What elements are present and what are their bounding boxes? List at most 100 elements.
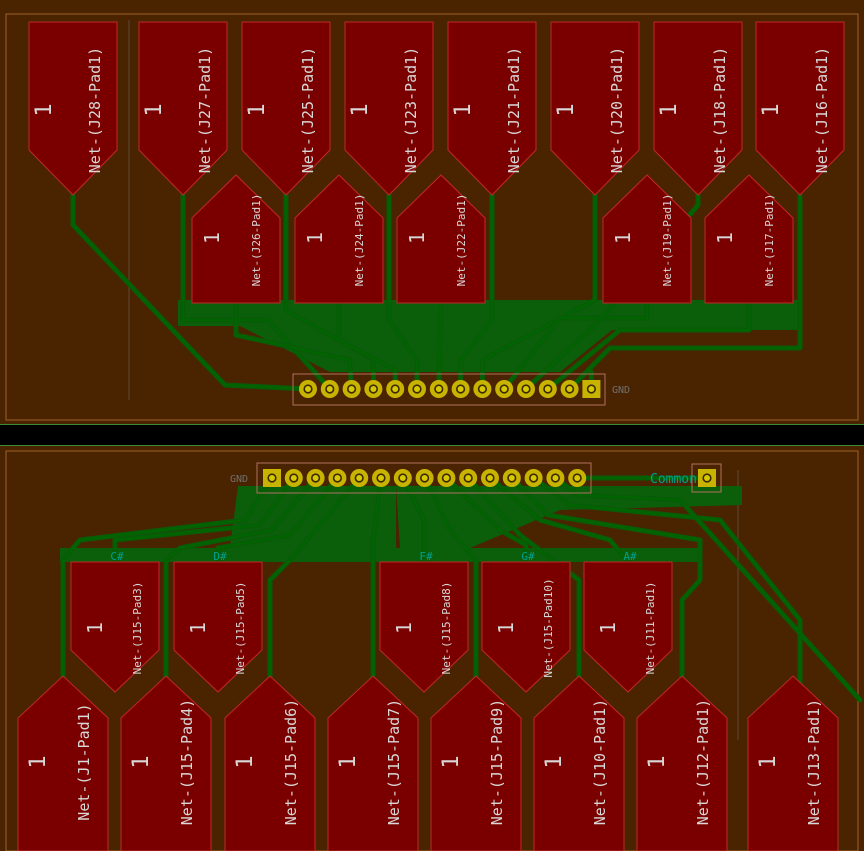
pad-number: 1 bbox=[439, 755, 464, 768]
pad-number: 1 bbox=[596, 622, 620, 634]
common-label: Common bbox=[650, 472, 697, 487]
pad-net-label: Net-(J15-Pad4) bbox=[178, 699, 196, 825]
top-connector-pin[interactable] bbox=[538, 380, 557, 398]
pad-net-label: Net-(J10-Pad1) bbox=[591, 699, 609, 825]
pad-number: 1 bbox=[756, 755, 781, 768]
top-small-pad[interactable] bbox=[704, 174, 794, 304]
bottom-connector-pin[interactable] bbox=[459, 469, 478, 487]
bottom-small-pad[interactable] bbox=[173, 561, 263, 693]
pad-net-label: Net-(J17-Pad1) bbox=[763, 194, 776, 287]
top-small-pad[interactable] bbox=[294, 174, 384, 304]
top-connector-pin[interactable] bbox=[451, 380, 470, 398]
bottom-big-pad[interactable] bbox=[17, 675, 109, 851]
trace-j15-pad7-core bbox=[371, 476, 383, 692]
top-big-pad[interactable] bbox=[28, 21, 118, 196]
common-pin[interactable] bbox=[698, 469, 716, 487]
copper-zone-bottom-right bbox=[396, 486, 742, 548]
top-big-pad[interactable] bbox=[447, 21, 537, 196]
bottom-connector-pin[interactable] bbox=[393, 469, 412, 487]
bottom-big-pad[interactable] bbox=[327, 675, 419, 851]
bottom-big-pad[interactable] bbox=[120, 675, 212, 851]
pin-drill-core bbox=[290, 475, 297, 481]
bottom-connector-pin[interactable] bbox=[415, 469, 434, 487]
bottom-big-pad[interactable] bbox=[224, 675, 316, 851]
trace-j24-core bbox=[337, 301, 397, 391]
top-big-pad[interactable] bbox=[344, 21, 434, 196]
bottom-small-pad[interactable] bbox=[70, 561, 160, 693]
top-small-pad[interactable] bbox=[396, 174, 486, 304]
pad-number: 1 bbox=[451, 103, 476, 116]
trace-j12-core bbox=[510, 476, 702, 692]
top-big-pad[interactable] bbox=[138, 21, 228, 196]
pad-number: 1 bbox=[129, 755, 154, 768]
top-connector-pin[interactable] bbox=[473, 380, 492, 398]
top-connector-pin[interactable] bbox=[320, 380, 339, 398]
bottom-big-pad[interactable] bbox=[747, 675, 839, 851]
top-connector-pin[interactable] bbox=[386, 380, 405, 398]
top-connector-pin[interactable] bbox=[495, 380, 514, 398]
bottom-connector-pin[interactable] bbox=[350, 469, 369, 487]
pad-net-label: Net-(J15-Pad8) bbox=[440, 582, 453, 675]
bottom-connector-pin[interactable] bbox=[524, 469, 543, 487]
trace-j15-pad8-core bbox=[401, 476, 426, 564]
top-connector-outline bbox=[292, 373, 606, 406]
bottom-big-pad[interactable] bbox=[636, 675, 728, 851]
top-connector-pin[interactable] bbox=[560, 380, 579, 398]
top-connector-pin[interactable] bbox=[582, 380, 601, 398]
pad-net-label: Net-(J20-Pad1) bbox=[608, 47, 626, 173]
bottom-connector-pin[interactable] bbox=[372, 469, 390, 487]
pin-drill-core bbox=[704, 475, 710, 481]
pads-layer[interactable] bbox=[17, 21, 845, 851]
bottom-big-pad[interactable] bbox=[430, 675, 522, 851]
trace-j1-core bbox=[61, 476, 274, 692]
top-big-pad[interactable] bbox=[241, 21, 331, 196]
top-connector-pin[interactable] bbox=[364, 380, 383, 398]
top-connector-pin[interactable] bbox=[429, 380, 448, 398]
common-connector-outline bbox=[691, 463, 722, 493]
top-board-outline bbox=[5, 13, 859, 421]
trace-j27-core bbox=[181, 193, 332, 391]
note-label: F# bbox=[419, 550, 433, 563]
trace-j15-pad10-core bbox=[445, 476, 528, 564]
bottom-connector-pin[interactable] bbox=[481, 469, 499, 487]
top-connector-pin[interactable] bbox=[517, 380, 535, 398]
bottom-gnd-label: GND bbox=[230, 474, 248, 485]
connectors-layer[interactable] bbox=[256, 373, 722, 494]
pad-number: 1 bbox=[611, 232, 635, 244]
bottom-connector-pin[interactable] bbox=[437, 469, 456, 487]
top-connector-pin[interactable] bbox=[408, 380, 426, 398]
pad-number: 1 bbox=[713, 232, 737, 244]
top-big-pad[interactable] bbox=[653, 21, 743, 196]
top-big-pad[interactable] bbox=[755, 21, 845, 196]
copper-zone-bottom-strip bbox=[60, 548, 700, 562]
pad-number: 1 bbox=[26, 755, 51, 768]
bottom-connector-pin[interactable] bbox=[263, 469, 281, 487]
trace-j15-pad6-core bbox=[268, 476, 361, 692]
top-small-pad[interactable] bbox=[602, 174, 692, 304]
trace-j15-pad9-core bbox=[423, 476, 478, 692]
pad-net-label: Net-(J26-Pad1) bbox=[250, 194, 263, 287]
bottom-big-pad[interactable] bbox=[533, 675, 625, 851]
bottom-connector-pin[interactable] bbox=[502, 469, 521, 487]
note-label: G# bbox=[521, 550, 535, 563]
bottom-connector-pin[interactable] bbox=[568, 469, 587, 487]
pad-number: 1 bbox=[303, 232, 327, 244]
top-connector-pin[interactable] bbox=[299, 380, 317, 398]
bottom-small-pad[interactable] bbox=[481, 561, 571, 693]
bottom-small-pad[interactable] bbox=[583, 561, 673, 693]
bottom-connector-pin[interactable] bbox=[546, 469, 565, 487]
pad-number: 1 bbox=[542, 755, 567, 768]
top-small-pad[interactable] bbox=[191, 174, 281, 304]
bottom-connector-pin[interactable] bbox=[284, 469, 303, 487]
top-connector-pin[interactable] bbox=[342, 380, 361, 398]
bottom-connector-pin[interactable] bbox=[306, 469, 325, 487]
pad-number: 1 bbox=[759, 103, 784, 116]
bottom-connector-pin[interactable] bbox=[328, 469, 347, 487]
pad-net-label: Net-(J27-Pad1) bbox=[196, 47, 214, 173]
trace-j15-pad5-core bbox=[216, 476, 339, 564]
bottom-small-pad[interactable] bbox=[379, 561, 469, 693]
top-big-pad[interactable] bbox=[550, 21, 640, 196]
